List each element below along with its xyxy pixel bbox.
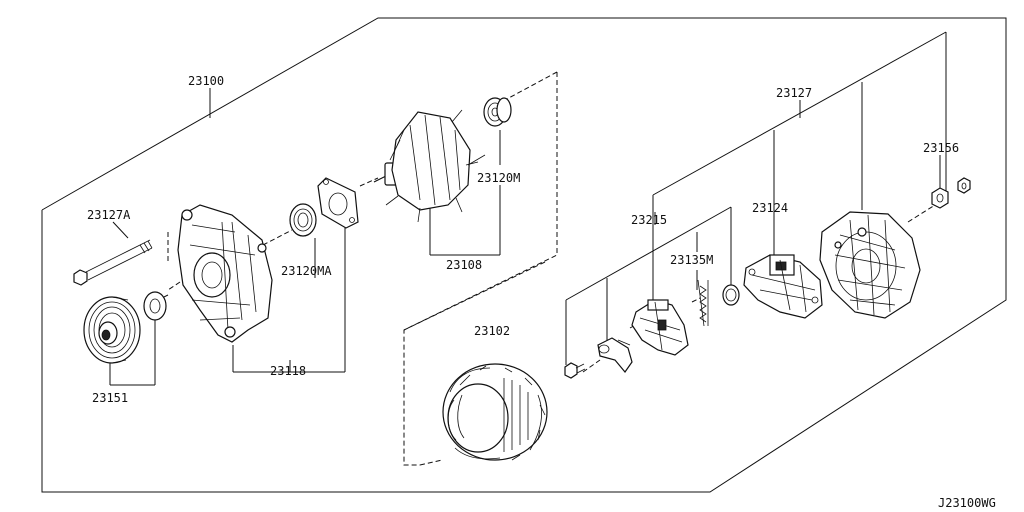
part-label-23151: 23151 bbox=[92, 391, 128, 405]
assembly-frame bbox=[41, 17, 1007, 493]
terminal-bolt bbox=[564, 362, 586, 379]
retainer-plate bbox=[317, 177, 359, 229]
part-label-23120ma: 23120MA bbox=[281, 264, 332, 278]
part-label-23215: 23215 bbox=[631, 213, 667, 227]
brush-spring bbox=[697, 279, 709, 327]
seal-ring bbox=[722, 284, 740, 306]
brush-holder bbox=[631, 299, 689, 356]
part-label-23120m: 23120M bbox=[477, 171, 520, 185]
part-label-23100: 23100 bbox=[188, 74, 224, 88]
diagram-code: J23100WG bbox=[938, 496, 996, 510]
stator bbox=[442, 363, 548, 461]
pulley bbox=[83, 296, 141, 364]
part-label-23156: 23156 bbox=[923, 141, 959, 155]
part-label-23127: 23127 bbox=[776, 86, 812, 100]
part-labels: 23100 23127A 23151 23118 23120MA 23108 2… bbox=[87, 74, 959, 405]
front-bearing bbox=[289, 203, 317, 237]
rear-bearing bbox=[483, 97, 512, 127]
part-label-23118: 23118 bbox=[270, 364, 306, 378]
part-label-23108: 23108 bbox=[446, 258, 482, 272]
part-label-23127a: 23127A bbox=[87, 208, 131, 222]
terminal-connector bbox=[597, 337, 633, 373]
front-housing bbox=[177, 204, 273, 343]
pulley-washer bbox=[143, 291, 167, 321]
callout-lines bbox=[109, 31, 947, 386]
part-label-23124: 23124 bbox=[752, 201, 788, 215]
regulator bbox=[743, 254, 823, 319]
part-label-23102: 23102 bbox=[474, 324, 510, 338]
terminal-nut bbox=[931, 177, 971, 209]
rotor bbox=[373, 109, 486, 223]
through-bolt bbox=[73, 239, 153, 286]
rear-housing bbox=[819, 211, 921, 319]
part-label-23135m: 23135M bbox=[670, 253, 713, 267]
